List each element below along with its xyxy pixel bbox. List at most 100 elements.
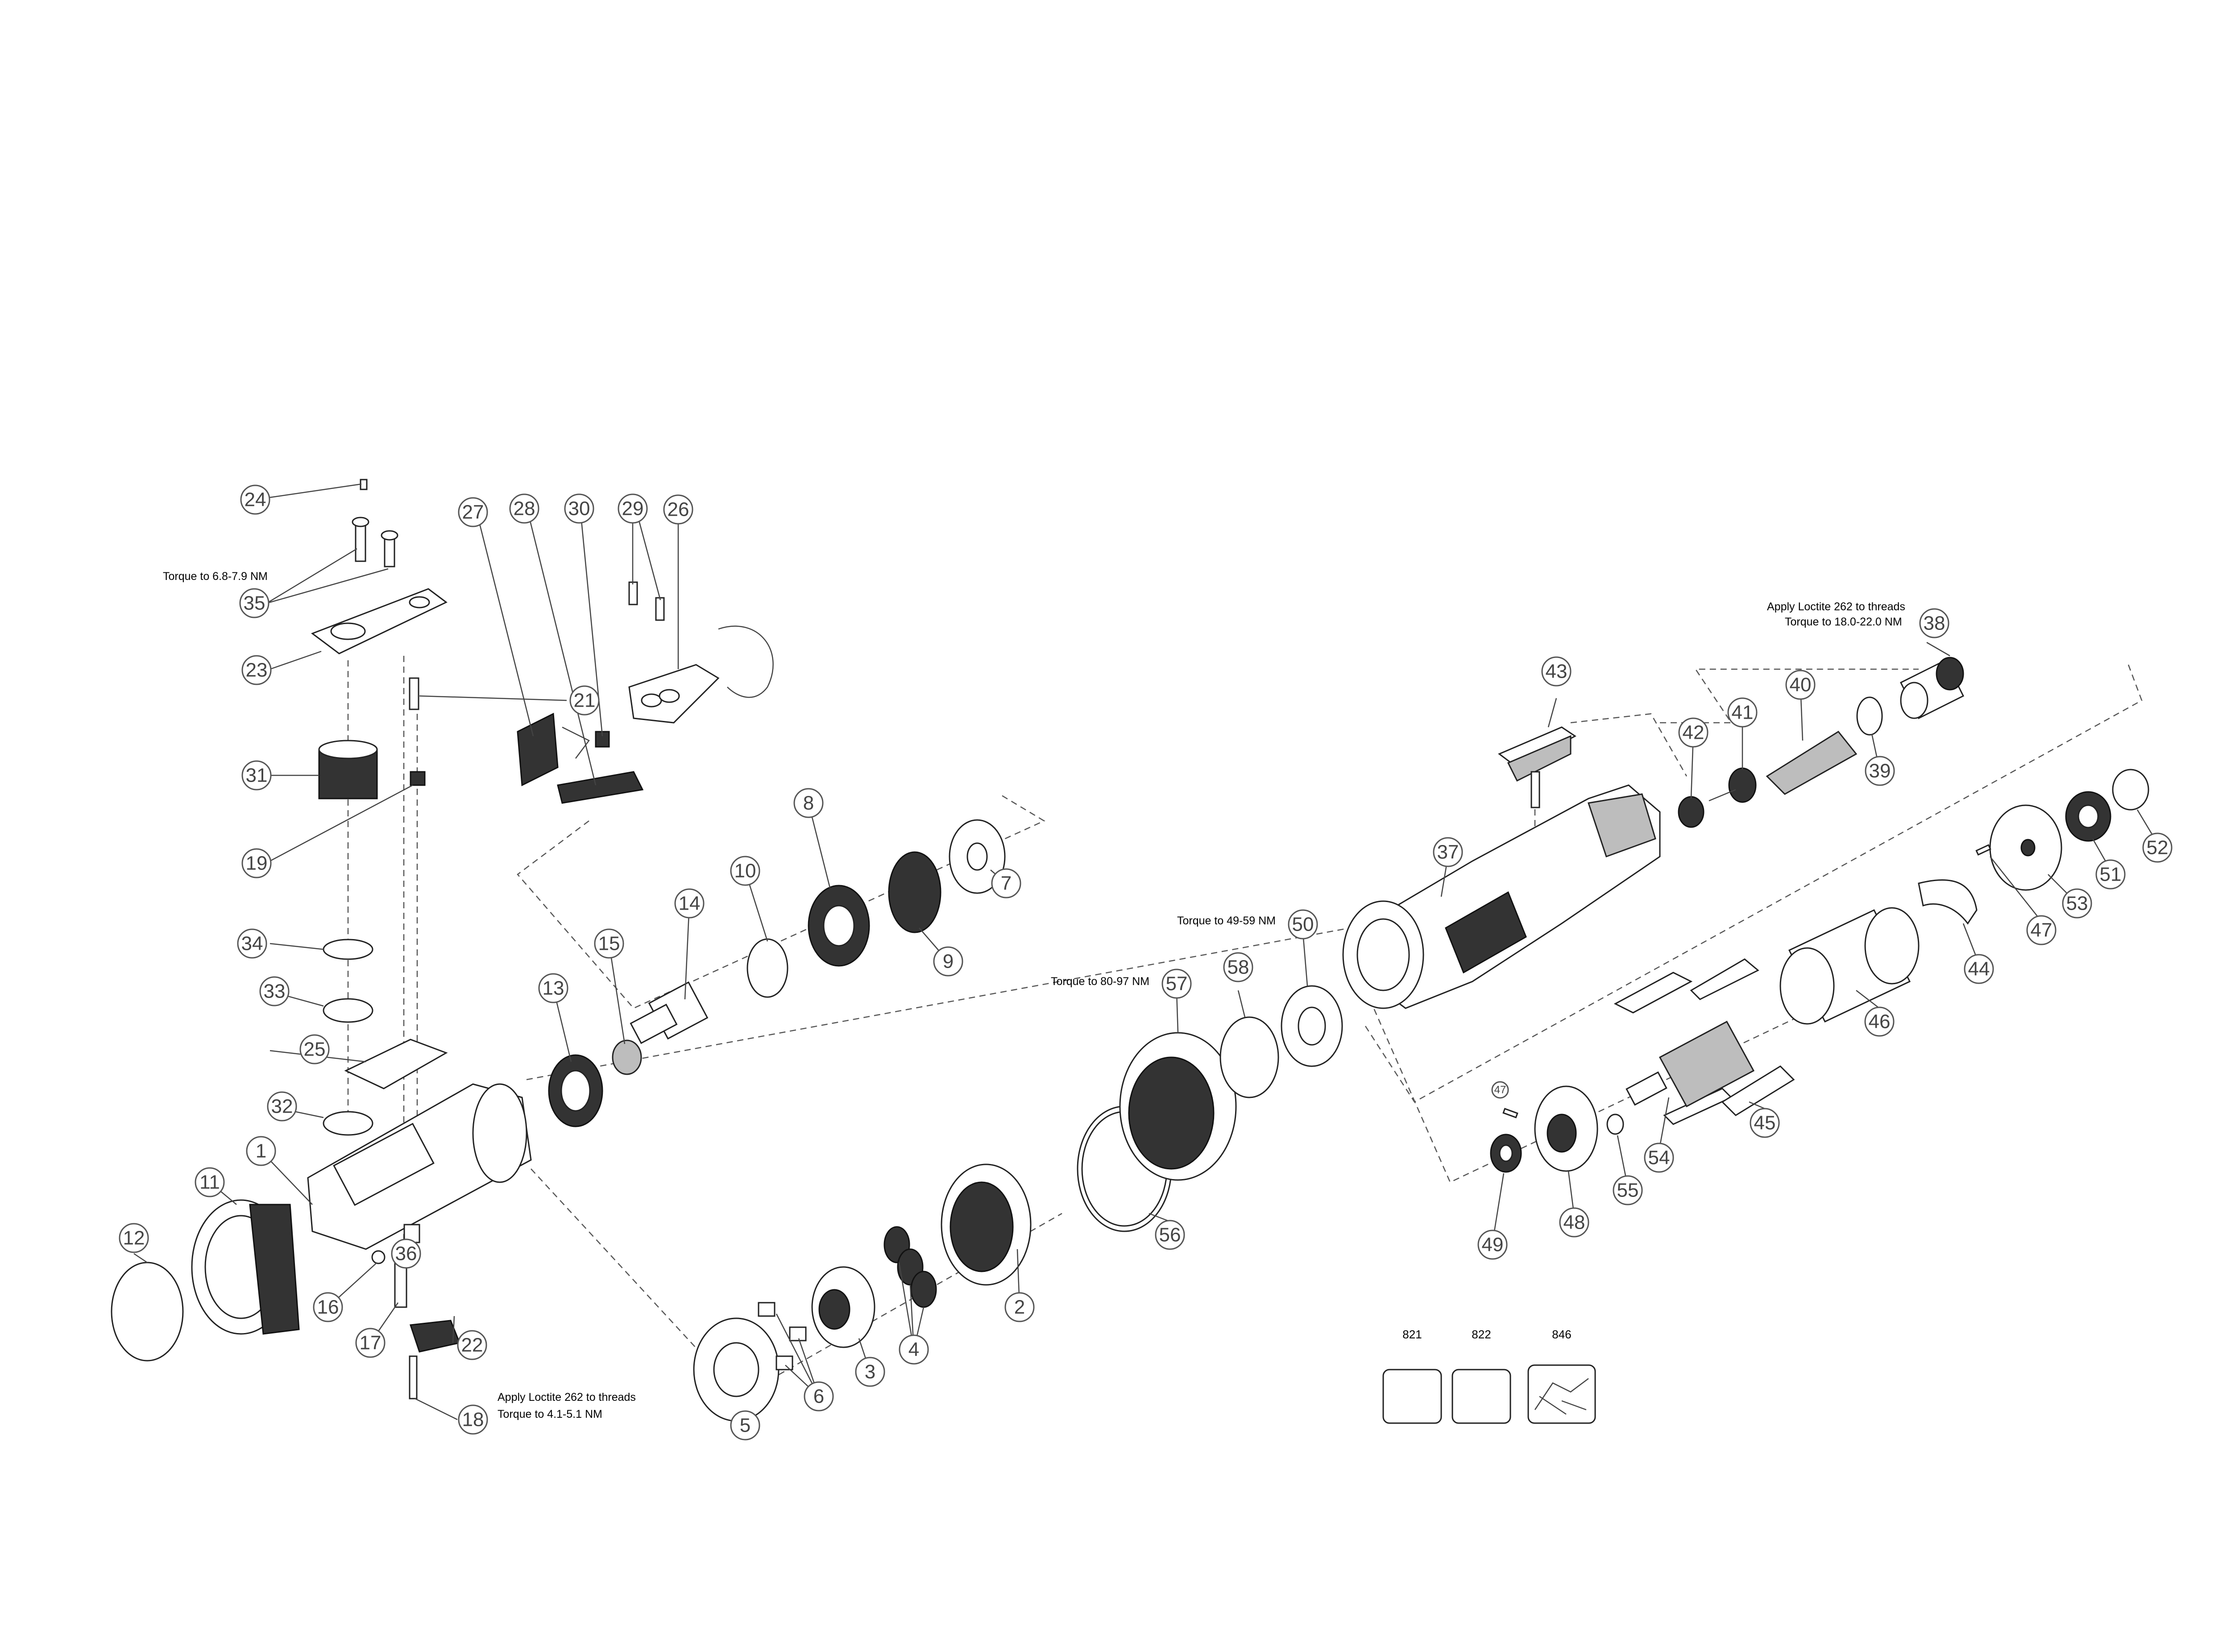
- callout-7-label: 7: [1001, 873, 1012, 894]
- callout-47: 47: [2026, 915, 2057, 945]
- callout-58-label: 58: [1227, 956, 1249, 978]
- callout-50: 50: [1288, 909, 1318, 940]
- callout-40-label: 40: [1790, 674, 1812, 696]
- kit-822: 822: [1451, 1328, 1511, 1424]
- part-22-selector: [409, 1320, 461, 1353]
- part-47-pin-lower: [1502, 1108, 1518, 1118]
- callout-12-label: 12: [123, 1227, 145, 1249]
- callout-30-label: 30: [568, 498, 590, 520]
- part-13-bearing: [548, 1054, 603, 1127]
- callout-27: 27: [458, 497, 488, 527]
- callout-3: 3: [855, 1357, 885, 1387]
- callout-11: 11: [195, 1167, 225, 1197]
- callout-10: 10: [730, 856, 760, 886]
- callout-49-label: 49: [1482, 1234, 1504, 1256]
- callout-28: 28: [509, 493, 539, 524]
- callout-21: 21: [569, 685, 600, 716]
- callout-22: 22: [457, 1330, 487, 1360]
- callout-54: 54: [1644, 1143, 1674, 1173]
- callout-56: 56: [1155, 1220, 1185, 1250]
- note-loctite-38: Apply Loctite 262 to threads: [1767, 600, 1905, 613]
- part-retaining-ring-head: [718, 625, 774, 698]
- callout-4-label: 4: [908, 1339, 919, 1361]
- part-46-cylinder: [1779, 907, 1920, 1025]
- callout-26-label: 26: [668, 499, 689, 521]
- callout-39: 39: [1865, 756, 1895, 786]
- part-51-bearing: [2065, 791, 2111, 842]
- callout-36-label: 36: [395, 1243, 417, 1265]
- callout-32: 32: [267, 1091, 297, 1122]
- note-torque-38: Torque to 18.0-22.0 NM: [1785, 616, 1902, 628]
- callout-18: 18: [458, 1404, 488, 1435]
- callout-16: 16: [313, 1292, 343, 1322]
- part-41-valve: [1708, 767, 1757, 803]
- callout-47-label: 47: [2031, 919, 2053, 941]
- callout-24-label: 24: [245, 489, 266, 511]
- callout-41: 41: [1727, 697, 1758, 728]
- notes: Torque to 6.8-7.9 NM Apply Loctite 262 t…: [163, 570, 1905, 1420]
- callout-14: 14: [674, 888, 705, 919]
- callout-36: 36: [391, 1238, 421, 1269]
- part-49-bearing: [1490, 1134, 1522, 1173]
- part-43-trigger: [1498, 726, 1576, 808]
- callout-50-label: 50: [1292, 914, 1314, 936]
- part-31-collar: [318, 740, 378, 799]
- note-torque-50: Torque to 49-59 NM: [1177, 915, 1276, 927]
- part-44-end-segment: [1918, 879, 1978, 925]
- callout-22-label: 22: [461, 1334, 483, 1356]
- callout-23: 23: [241, 655, 272, 685]
- part-9-cage: [888, 851, 941, 933]
- callout-9: 9: [933, 946, 963, 977]
- note-torque-57: Torque to 80-97 NM: [1051, 975, 1149, 988]
- callout-4: 4: [899, 1334, 929, 1365]
- callout-33: 33: [259, 976, 290, 1006]
- callout-45-label: 45: [1754, 1112, 1776, 1134]
- callout-42-label: 42: [1683, 722, 1704, 744]
- callout-8-label: 8: [803, 792, 814, 814]
- callout-9-label: 9: [943, 951, 954, 973]
- callout-55: 55: [1613, 1175, 1643, 1205]
- callout-1-label: 1: [256, 1140, 266, 1162]
- callout-34: 34: [237, 928, 267, 959]
- part-3-carrier: [811, 1266, 875, 1348]
- callout-47-lower-label: 47: [1494, 1084, 1506, 1096]
- callout-16-label: 16: [317, 1296, 339, 1318]
- callout-49: 49: [1477, 1230, 1508, 1260]
- part-57-case-nut: [1119, 1032, 1237, 1181]
- callout-2-label: 2: [1014, 1296, 1025, 1318]
- part-6-pins: [758, 1302, 807, 1370]
- callout-18-label: 18: [462, 1409, 484, 1431]
- part-4-planet-gears: [883, 1226, 937, 1308]
- callout-54-label: 54: [1648, 1147, 1670, 1169]
- callout-44: 44: [1964, 954, 1994, 984]
- part-55-washer: [1606, 1114, 1624, 1135]
- part-23-top-plate: [311, 588, 448, 654]
- kit-846: 846: [1527, 1328, 1596, 1424]
- parts: [111, 479, 2149, 1422]
- callout-37-label: 37: [1437, 841, 1459, 863]
- kit-822-label: 822: [1472, 1328, 1491, 1341]
- callout-13-label: 13: [543, 977, 564, 999]
- callout-53: 53: [2062, 888, 2092, 919]
- callout-35-label: 35: [244, 592, 265, 614]
- part-26-carrier: [628, 664, 720, 724]
- callout-48-label: 48: [1563, 1212, 1585, 1234]
- callout-51-label: 51: [2100, 864, 2122, 886]
- part-58-washer: [1219, 1016, 1279, 1098]
- callout-33-label: 33: [264, 981, 286, 1002]
- callout-19: 19: [241, 848, 272, 878]
- note-loctite-18: Apply Loctite 262 to threads: [498, 1391, 636, 1404]
- callout-29-label: 29: [622, 498, 644, 520]
- callout-1: 1: [246, 1136, 276, 1166]
- callout-21-label: 21: [574, 690, 596, 712]
- callout-43: 43: [1541, 656, 1572, 687]
- callout-41-label: 41: [1732, 702, 1754, 724]
- callout-52-label: 52: [2147, 837, 2169, 859]
- callout-38-label: 38: [1924, 613, 1945, 634]
- part-10-washer: [746, 938, 788, 998]
- part-11-bezel: [191, 1199, 300, 1335]
- callout-55-label: 55: [1617, 1180, 1639, 1201]
- part-12-snap-ring: [111, 1262, 184, 1362]
- callout-34-label: 34: [241, 933, 263, 955]
- callout-15: 15: [594, 928, 624, 959]
